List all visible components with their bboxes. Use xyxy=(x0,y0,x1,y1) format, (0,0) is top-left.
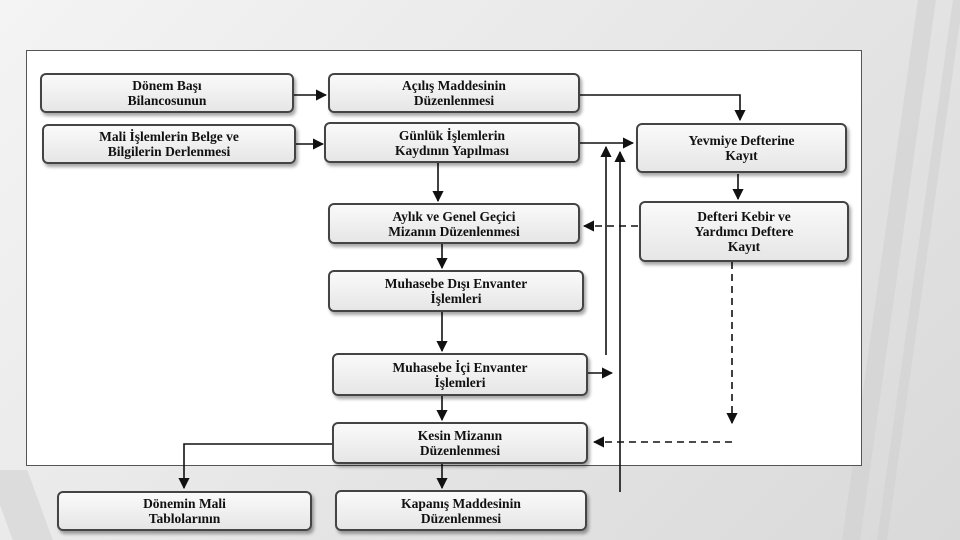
box-acilis-maddesi: Açılış Maddesinin Düzenlenmesi xyxy=(328,73,580,113)
box-gunluk-islemler: Günlük İşlemlerin Kaydının Yapılması xyxy=(324,122,580,163)
box-muhasebe-disi-envanter: Muhasebe Dışı Envanter İşlemleri xyxy=(328,270,584,312)
box-mali-islemler: Mali İşlemlerin Belge ve Bilgilerin Derl… xyxy=(42,124,296,164)
arrow-kesin-to-tablolar xyxy=(178,443,332,490)
arrow-acilis-to-yevmiye xyxy=(580,94,746,122)
box-kapanis-maddesi: Kapanış Maddesinin Düzenlenmesi xyxy=(335,490,587,531)
box-muhasebe-ici-envanter: Muhasebe İçi Envanter İşlemleri xyxy=(332,353,588,396)
box-donem-basi-bilancosu: Dönem Başı Bilancosunun xyxy=(40,73,294,113)
box-mali-tablolar: Dönemin Mali Tablolarının xyxy=(57,491,312,531)
box-aylik-mizan: Aylık ve Genel Geçici Mizanın Düzenlenme… xyxy=(328,203,580,244)
box-yevmiye-defteri: Yevmiye Defterine Kayıt xyxy=(636,123,847,173)
box-kesin-mizan: Kesin Mizanın Düzenlenmesi xyxy=(332,422,588,464)
box-defteri-kebir: Defteri Kebir ve Yardımcı Deftere Kayıt xyxy=(639,201,849,262)
